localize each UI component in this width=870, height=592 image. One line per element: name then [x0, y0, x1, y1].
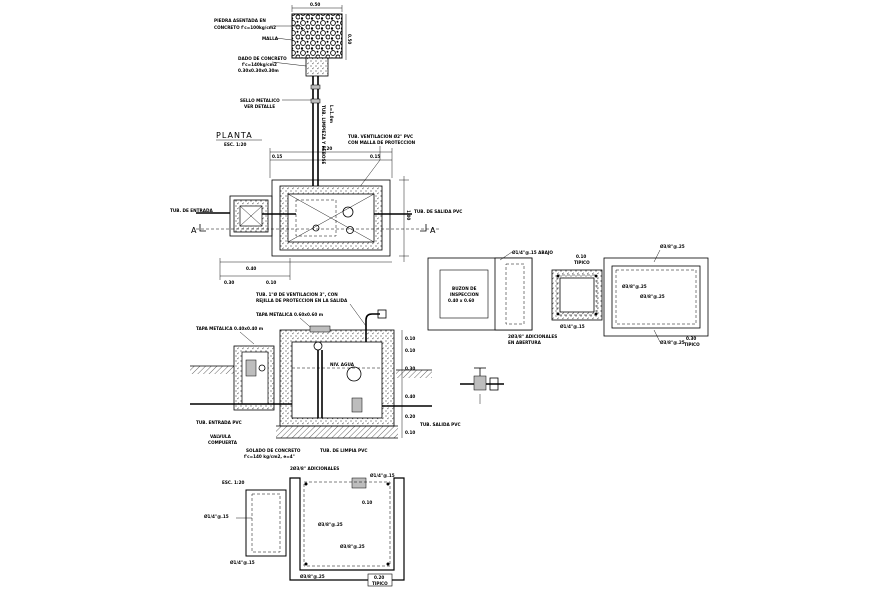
plan-inlet-label: TUB. DE ENTRADA	[170, 208, 213, 213]
plan-vent-label: TUB. VENTILACION Ø2" PVC	[348, 134, 413, 139]
die-label-2: f'c=140kg/cm2	[242, 62, 277, 67]
sec-dim-1: 0.10	[405, 336, 415, 341]
plan-outlet-label: TUB. DE SALIDA PVC	[414, 209, 462, 214]
insp-rebar-add-2: EN ABERTURA	[508, 340, 542, 345]
plan-view: PLANTA ESC. 1:20 TUB. VENTILACION Ø2" PV…	[170, 131, 462, 285]
die-label: DADO DE CONCRETO	[238, 56, 287, 61]
reinf-add-label: 2Ø3/8" ADICIONALES	[290, 466, 339, 471]
sec-dim-2: 0.10	[405, 348, 415, 353]
sec-dim-3: 0.30	[405, 366, 415, 371]
sec-clean-label: TUB. DE LIMPIA PVC	[320, 448, 367, 453]
plan-dim-total: 1.20	[322, 146, 332, 151]
sec-base-label-2: f'c=140 kg/cm2, e=4"	[244, 454, 295, 459]
sec-lid-left: TAPA METALICA 0.40x0.40 m	[196, 326, 264, 331]
seal-label: SELLO METALICO	[240, 98, 280, 103]
sec-valve-label: VALVULA	[210, 434, 232, 439]
section-left: A	[191, 226, 197, 235]
insp-dim-small: 0.10	[576, 254, 586, 259]
valve-detail	[460, 367, 504, 404]
reinf-rebar-tr: Ø1/4"@.15	[370, 473, 395, 478]
sec-dim-5: 0.20	[405, 414, 415, 419]
plan-dim-left: 0.15	[272, 154, 282, 159]
insp-label: BUZON DE	[452, 286, 477, 291]
insp-dim-small-2: TIPICO	[574, 260, 590, 265]
seal-label-2: VER DETALLE	[244, 104, 275, 109]
insp-rebar-top: Ø1/4"@.15 ABAJO	[512, 250, 553, 255]
slab-dim: 0.30	[686, 336, 696, 341]
insp-rebar-small: Ø1/4"@.15	[560, 324, 585, 329]
reinf-rebar-mid: Ø3/8"@.25	[318, 522, 343, 527]
insp-label-3: 0.40 x 0.60	[448, 298, 474, 303]
section-view: TUB. 1"Ø DE VENTILACION 3", CON REJILLA …	[190, 292, 504, 459]
plan-dim-b2: 0.10	[266, 280, 276, 285]
plan-dim-right-v: 1.00	[406, 210, 411, 220]
plan-dim-b3: 0.30	[224, 280, 234, 285]
reinforcement-view: 2Ø3/8" ADICIONALES Ø1/4"@.15 ESC. 1:20 Ø…	[204, 466, 405, 587]
insp-label-2: INSPECCION	[450, 292, 479, 297]
sec-lid-label: TAPA METALICA 0.60x0.60 m	[256, 312, 324, 317]
stone-label: PIEDRA ASENTADA EN	[214, 18, 266, 23]
slab-rebar-2: Ø3/8"@.25	[622, 284, 647, 289]
plan-dim-right: 0.15	[370, 154, 380, 159]
concrete-die	[305, 57, 329, 77]
dim-width: 0.50	[310, 2, 320, 7]
stone-block	[291, 13, 343, 59]
stone-label-2: CONCRETO f'c=100kg/cm2	[214, 25, 276, 30]
reinf-rebar-left-b: Ø1/4"@.15	[230, 560, 255, 565]
plan-scale: ESC. 1:20	[224, 142, 247, 147]
reinf-rebar-left: Ø1/4"@.15	[204, 514, 229, 519]
reinf-dim-small: 0.10	[362, 500, 372, 505]
sec-valve-label-2: COMPUERTA	[208, 440, 238, 445]
sec-vent-label-2: REJILLA DE PROTECCION EN LA SALIDA	[256, 298, 348, 303]
sec-base-label: SOLADO DE CONCRETO	[246, 448, 301, 453]
sec-vent-label: TUB. 1"Ø DE VENTILACION 3", CON	[256, 292, 338, 297]
reinf-rebar-bottom: Ø3/8"@.25	[300, 574, 325, 579]
sec-water-level: NIV. AGUA	[330, 362, 355, 367]
sec-inlet-label: TUB. ENTRADA PVC	[196, 420, 242, 425]
pipe-label: TUB. LIMPIEZA Y REBOSE	[321, 105, 326, 164]
sec-dim-4: 0.40	[405, 394, 415, 399]
slab-rebar-4: Ø3/8"@.25	[660, 340, 685, 345]
sec-dim-6: 0.10	[405, 430, 415, 435]
sec-outlet-label: TUB. SALIDA PVC	[420, 422, 461, 427]
section-right: A	[430, 226, 436, 235]
reinf-dim-corner: 0.20	[374, 575, 384, 580]
mesh-label: MALLA	[262, 36, 279, 41]
marker-detail: 0.50 0.50 PIEDRA ASENTADA EN CONCRETO f'…	[214, 2, 352, 205]
slab-dim-2: TIPICO	[684, 342, 700, 347]
plan-title: PLANTA	[216, 131, 253, 140]
plan-vent-label-2: CON MALLA DE PROTECCION	[348, 140, 416, 145]
insp-rebar-add: 2Ø3/8" ADICIONALES	[508, 334, 557, 339]
dim-height: 0.50	[347, 34, 352, 44]
inspection-details: BUZON DE INSPECCION 0.40 x 0.60 Ø1/4"@.1…	[427, 244, 709, 347]
pipe-label-2: L=1.0m	[329, 105, 334, 124]
slab-rebar-3: Ø3/8"@.25	[640, 294, 665, 299]
slab-rebar-1: Ø3/8"@.25	[660, 244, 685, 249]
reinf-rebar-mid-2: Ø3/8"@.25	[340, 544, 365, 549]
reinf-scale: ESC. 1:20	[222, 480, 245, 485]
die-label-3: 0.30x0.30x0.30m	[238, 68, 279, 73]
reinf-dim-corner-2: TIPICO	[372, 581, 388, 586]
plan-dim-b1: 0.40	[246, 266, 256, 271]
